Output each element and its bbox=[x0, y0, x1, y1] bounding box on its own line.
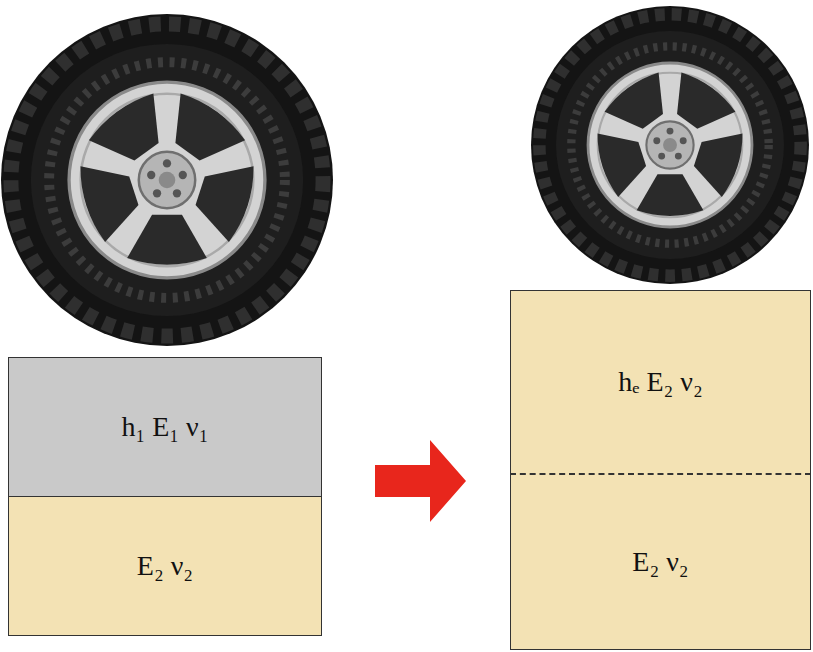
layer-band: hₑ E₂ ν₂ bbox=[510, 290, 811, 475]
tire-illustration bbox=[531, 6, 809, 284]
tire-illustration bbox=[1, 14, 333, 346]
layer-properties: E₂ ν₂ bbox=[131, 550, 199, 582]
layer-properties: hₑ E₂ ν₂ bbox=[612, 366, 708, 398]
layer-band: h₁ E₁ ν₁ bbox=[8, 357, 322, 497]
transform-arrow bbox=[375, 440, 466, 522]
layer-band: E₂ ν₂ bbox=[510, 475, 811, 650]
layer-properties: E₂ ν₂ bbox=[626, 546, 694, 578]
layer-band: E₂ ν₂ bbox=[8, 497, 322, 636]
layer-properties: h₁ E₁ ν₁ bbox=[115, 411, 214, 443]
